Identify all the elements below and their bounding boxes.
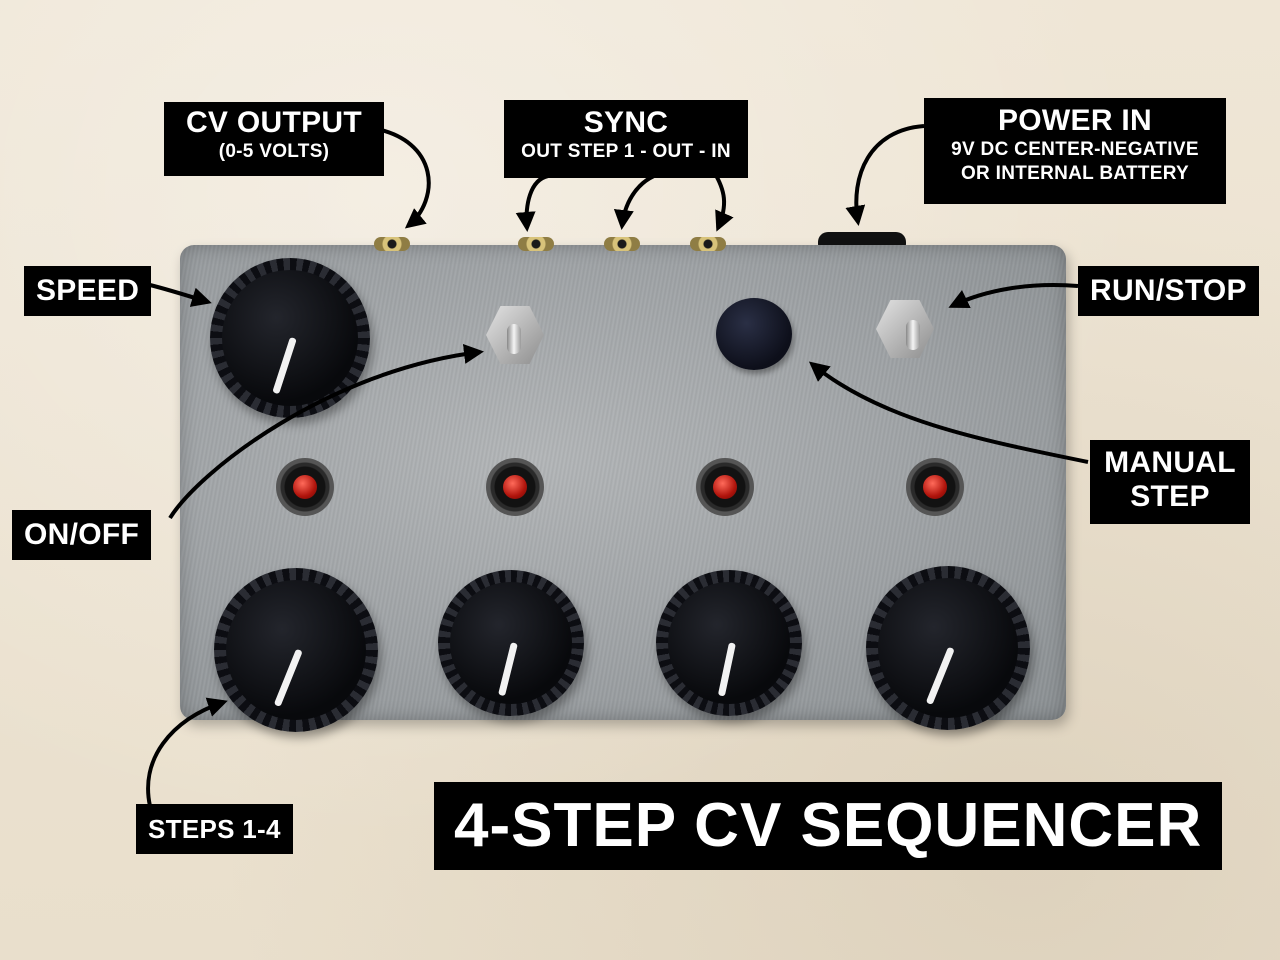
on-off-arrow-icon (168, 343, 484, 520)
sync-out-step1-arrow-icon (515, 174, 549, 232)
run-stop-arrow-icon (948, 282, 1079, 309)
step-2-knob-icon[interactable] (438, 570, 584, 716)
step-4-knob-icon[interactable] (866, 566, 1030, 730)
sync-in-arrow-icon (712, 170, 734, 232)
page-title: 4-STEP CV SEQUENCER (434, 782, 1223, 870)
run-stop-toggle-switch-icon[interactable] (876, 300, 934, 358)
manual-step-push-button-icon[interactable] (716, 298, 792, 370)
speed-knob-icon[interactable] (210, 258, 370, 418)
steps-arrow-icon (146, 697, 228, 807)
speed-label: SPEED (24, 266, 152, 316)
cv-output-title: CV OUTPUT (185, 106, 363, 139)
manual-step-label: MANUAL STEP (1090, 440, 1250, 524)
power-in-label: POWER IN 9V DC CENTER-NEGATIVE OR INTERN… (924, 98, 1226, 204)
step-3-knob-icon[interactable] (656, 570, 802, 716)
step-3-led-icon (696, 458, 754, 516)
steps-label: STEPS 1-4 (136, 804, 293, 854)
sync-out-arrow-icon (613, 170, 669, 230)
sync-title: SYNC (583, 106, 669, 139)
manual-step-line-1: MANUAL (1104, 446, 1236, 479)
speed-arrow-icon (149, 283, 212, 307)
cv-output-arrow-icon (371, 126, 431, 229)
power-in-arrow-icon (845, 124, 925, 226)
run-stop-label: RUN/STOP (1078, 266, 1259, 316)
cv-output-label: CV OUTPUT (0-5 VOLTS) (164, 102, 384, 176)
sync-out-step1-jack-icon (518, 237, 554, 251)
sync-label: SYNC OUT STEP 1 - OUT - IN (504, 100, 748, 178)
manual-step-arrow-icon (808, 361, 1089, 464)
step-1-led-icon (276, 458, 334, 516)
manual-step-line-2: STEP (1130, 480, 1210, 513)
on-off-label: ON/OFF (12, 510, 152, 560)
sync-in-jack-icon (690, 237, 726, 251)
sync-subtitle: OUT STEP 1 - OUT - IN (521, 141, 731, 162)
step-2-led-icon (486, 458, 544, 516)
power-in-subtitle-1: 9V DC CENTER-NEGATIVE (951, 139, 1199, 160)
power-in-subtitle-2: OR INTERNAL BATTERY (960, 163, 1190, 184)
power-in-title: POWER IN (997, 104, 1153, 137)
step-1-knob-icon[interactable] (214, 568, 378, 732)
cv-output-subtitle: (0-5 VOLTS) (218, 141, 330, 162)
step-4-led-icon (906, 458, 964, 516)
cv-output-jack-icon (374, 237, 410, 251)
sync-out-jack-icon (604, 237, 640, 251)
